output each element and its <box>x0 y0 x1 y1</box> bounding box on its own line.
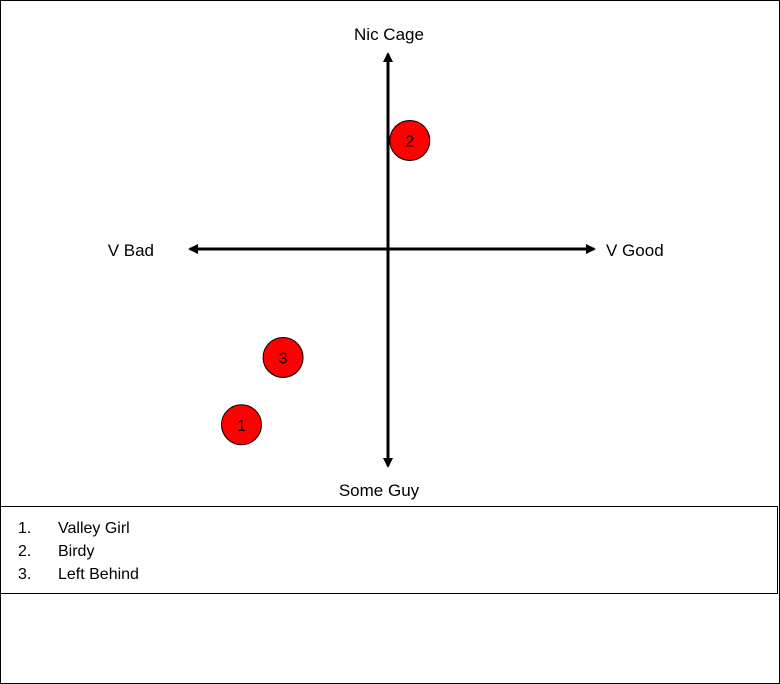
axis-label-left: V Bad <box>108 241 154 260</box>
legend-item-label: Valley Girl <box>58 520 130 537</box>
data-point-label: 2 <box>405 134 414 151</box>
legend-item: 2. Birdy <box>18 540 139 563</box>
legend-item: 1. Valley Girl <box>18 517 139 540</box>
data-point-label: 3 <box>279 351 288 368</box>
data-point-marker <box>389 120 431 161</box>
legend-item-number: 3. <box>18 566 32 583</box>
legend-item-number: 1. <box>18 520 32 537</box>
data-points: 1 2 3 <box>220 120 431 446</box>
data-point: 3 <box>262 337 304 378</box>
data-point-marker <box>262 337 304 378</box>
data-point: 2 <box>389 120 431 161</box>
axis-label-right: V Good <box>606 241 664 260</box>
legend-item-number: 2. <box>18 543 32 560</box>
quadrant-chart: Nic Cage Some Guy V Bad V Good 1 2 3 <box>108 25 664 500</box>
legend-item-label: Birdy <box>58 543 95 560</box>
legend-box: 1. Valley Girl 2. Birdy 3. Left Behind <box>1 506 778 594</box>
axis-label-top: Nic Cage <box>354 25 424 44</box>
data-point-label: 1 <box>237 418 246 435</box>
axis-label-bottom: Some Guy <box>339 481 420 500</box>
data-point: 1 <box>220 404 262 446</box>
legend-list: 1. Valley Girl 2. Birdy 3. Left Behind <box>18 517 139 586</box>
data-point-marker <box>220 404 262 446</box>
legend-item-label: Left Behind <box>58 566 139 583</box>
legend-item: 3. Left Behind <box>18 563 139 586</box>
